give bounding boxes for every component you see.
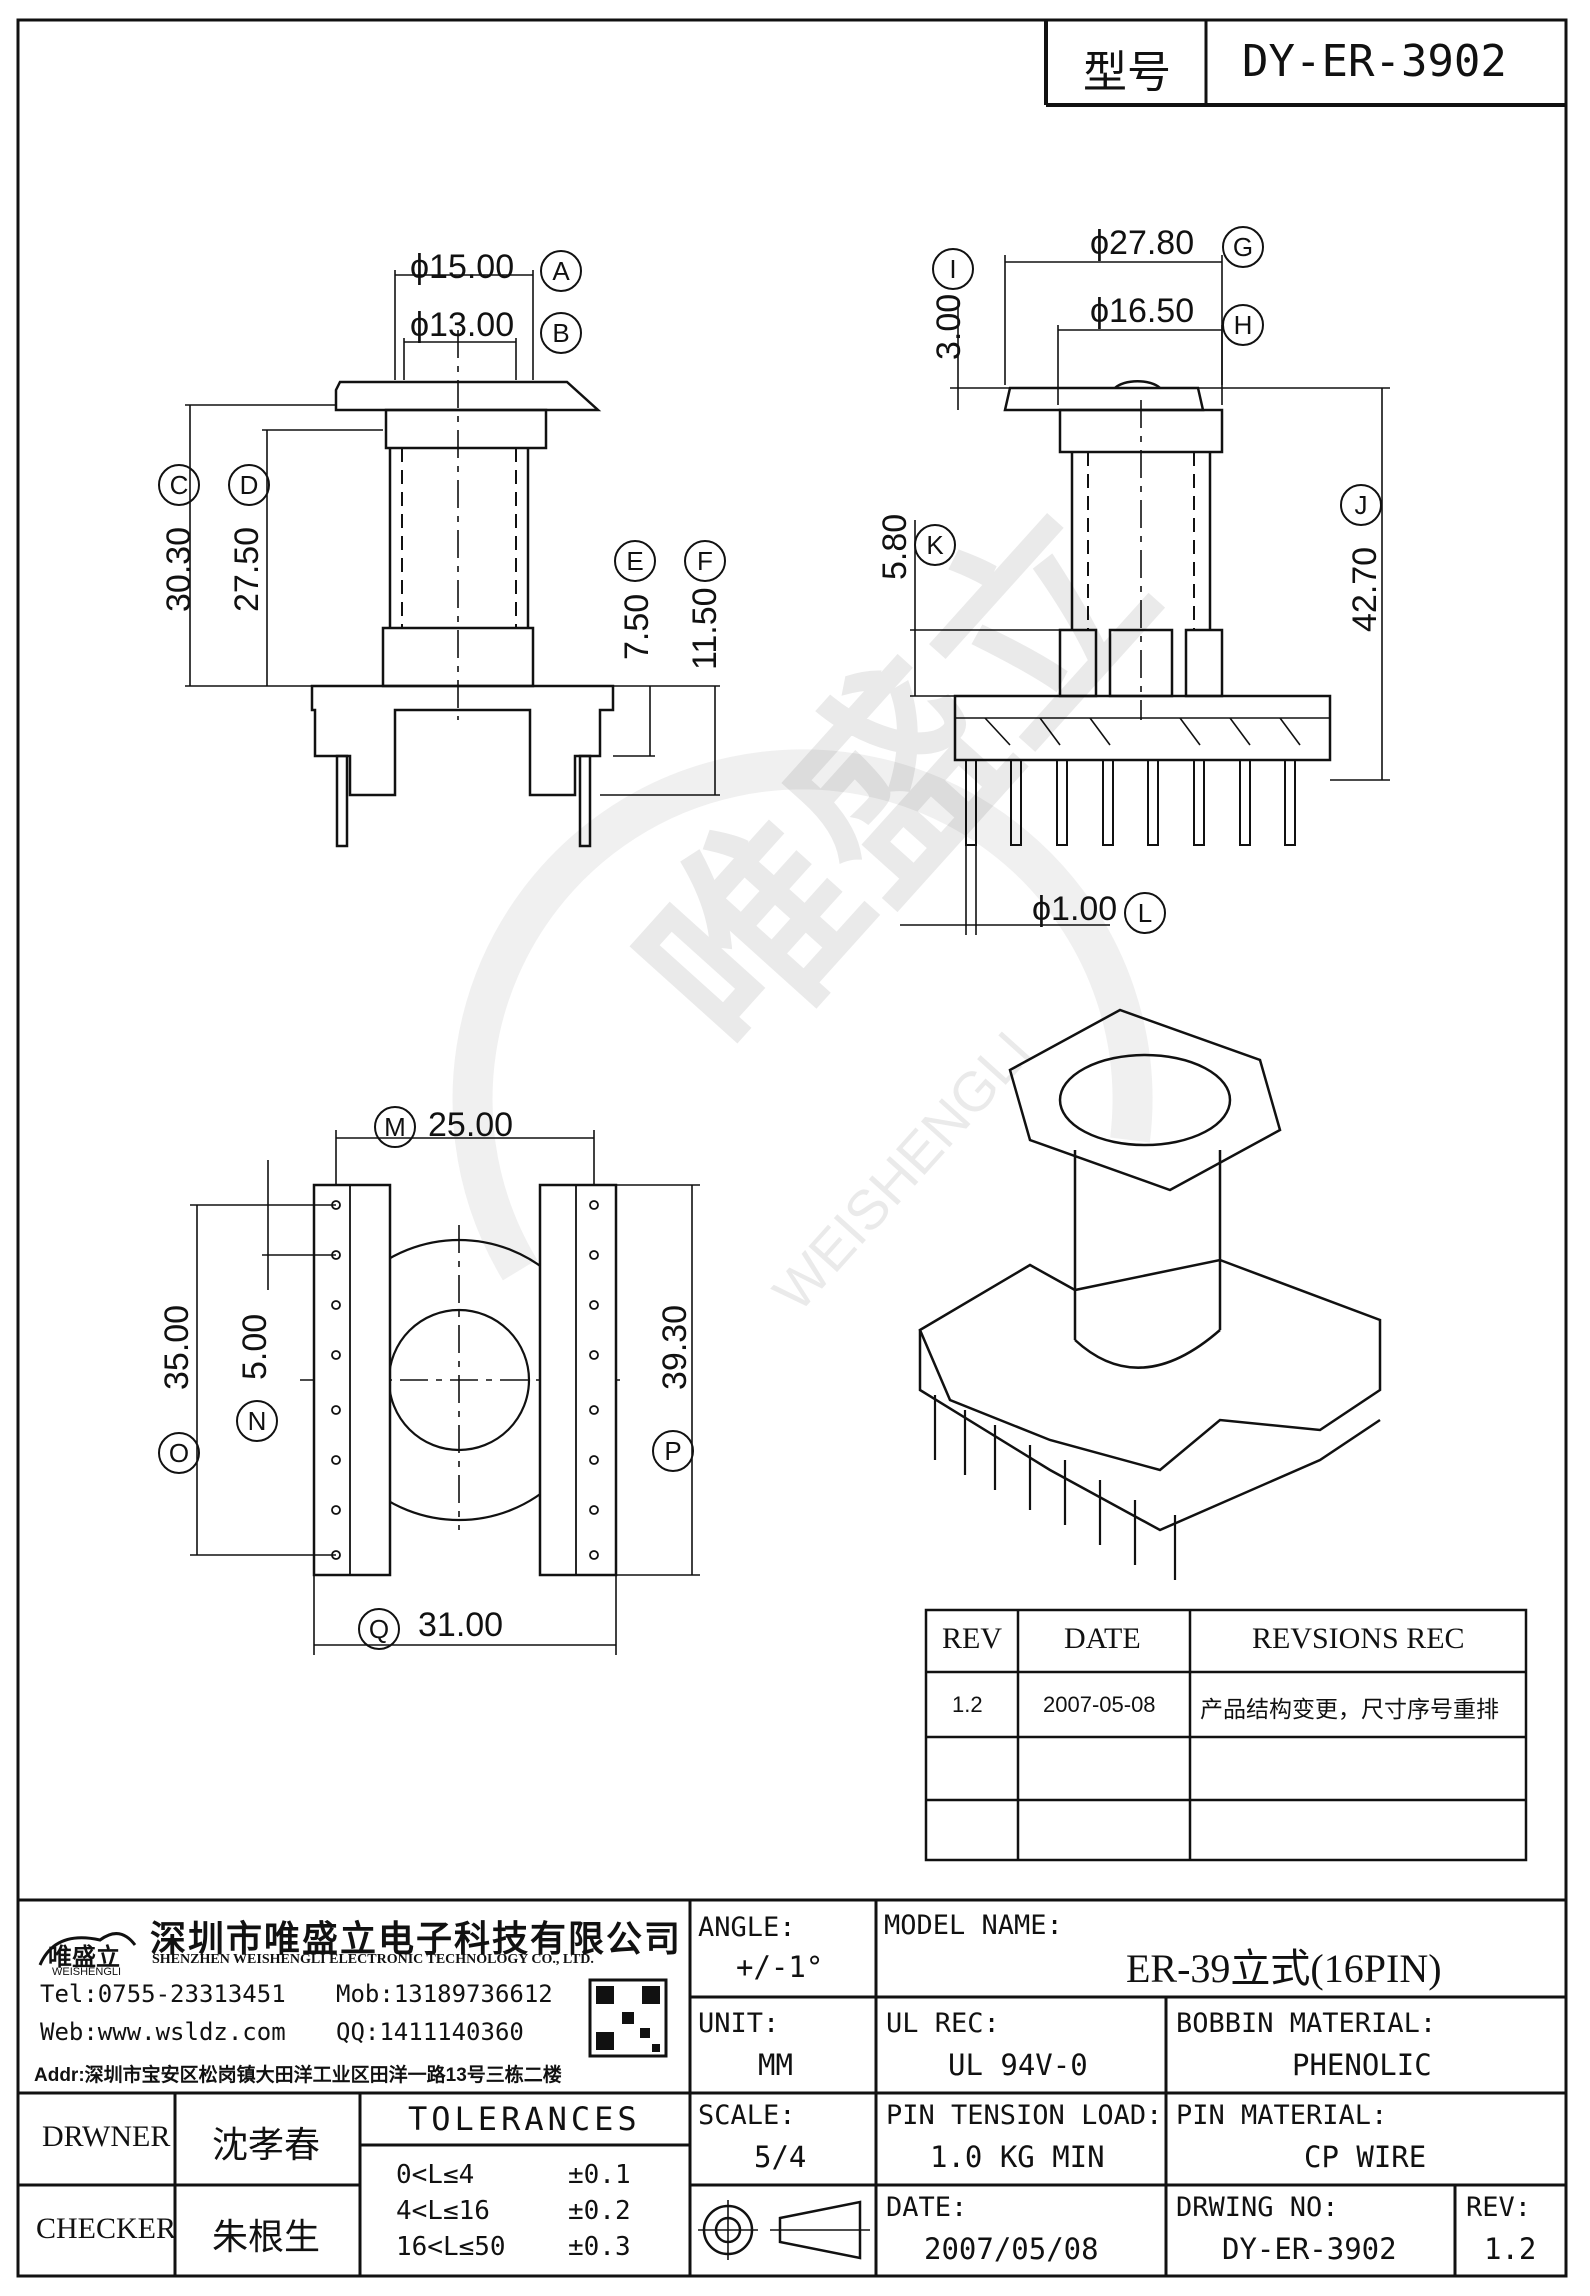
company-web: Web:www.wsldz.com: [40, 2018, 286, 2046]
projection-symbol: [698, 2200, 870, 2260]
rev-label: REV:: [1466, 2192, 1532, 2223]
ul-label: UL REC:: [886, 2008, 1000, 2039]
company-logo-sub: WEISHENGLI: [52, 1966, 122, 1978]
company-name-en: SHENZHEN WEISHENGLI ELECTRONIC TECHNOLOG…: [152, 1952, 594, 1967]
dim-d: 27.50: [228, 526, 266, 612]
tol-value-2: ±0.2: [568, 2196, 631, 2226]
marker-d: D: [228, 464, 270, 506]
rev-value: 1.2: [1484, 2232, 1537, 2266]
marker-q: Q: [358, 1608, 400, 1650]
rev-header-date: DATE: [1064, 1622, 1141, 1655]
qr-code: [588, 1978, 668, 2058]
dim-n: 5.00: [236, 1313, 274, 1380]
tension-value: 1.0 KG MIN: [930, 2140, 1105, 2174]
angle-label: ANGLE:: [698, 1912, 796, 1943]
dim-c: 30.30: [160, 526, 198, 612]
marker-e: E: [614, 540, 656, 582]
isometric-view: [918, 1008, 1382, 1580]
company-addr: Addr:深圳市宝安区松岗镇大田洋工业区田洋一路13号三栋二楼: [34, 2065, 562, 2086]
dim-o: 35.00: [158, 1304, 196, 1390]
model-name-value: ER-39立式(16PIN): [1126, 1946, 1442, 1991]
revision-table-lines: [924, 1608, 1528, 1862]
dim-a: ϕ15.00: [410, 248, 515, 286]
tol-range-2: 4<L≤16: [396, 2196, 490, 2226]
dim-l: ϕ1.00: [1032, 890, 1118, 928]
company-tel: Tel:0755-23313451: [40, 1980, 286, 2008]
marker-g: G: [1222, 226, 1264, 268]
drawing-no-label: DRWING NO:: [1176, 2192, 1339, 2223]
bobbin-label: BOBBIN MATERIAL:: [1176, 2008, 1437, 2039]
dim-f: 11.50: [686, 587, 724, 670]
tolerances-title: TOLERANCES: [408, 2100, 641, 2138]
pin-material-label: PIN MATERIAL:: [1176, 2100, 1388, 2131]
tension-label: PIN TENSION LOAD:: [886, 2100, 1163, 2131]
marker-c: C: [158, 464, 200, 506]
dim-p: 39.30: [656, 1304, 694, 1390]
side-view: [900, 255, 1390, 935]
marker-n: N: [236, 1400, 278, 1442]
bottom-view: [190, 1130, 700, 1655]
rev-row-date: 2007-05-08: [1043, 1692, 1156, 1717]
marker-k: K: [914, 524, 956, 566]
front-view: [185, 270, 720, 848]
company-logo-shape: [38, 1932, 137, 1966]
company-name-cn: 深圳市唯盛立电子科技有限公司: [150, 1919, 683, 1959]
checker-label: CHECKER: [36, 2212, 177, 2245]
unit-label: UNIT:: [698, 2008, 780, 2039]
dim-b: ϕ13.00: [410, 306, 515, 344]
tol-range-1: 0<L≤4: [396, 2160, 475, 2190]
dim-i: 3.00: [930, 293, 968, 360]
rev-row-rev: 1.2: [952, 1692, 983, 1717]
drawing-no-value: DY-ER-3902: [1222, 2232, 1397, 2266]
dim-h: ϕ16.50: [1090, 292, 1195, 330]
marker-o: O: [158, 1432, 200, 1474]
dim-q: 31.00: [418, 1606, 504, 1644]
marker-i: I: [932, 248, 974, 290]
tol-range-3: 16<L≤50: [396, 2232, 506, 2262]
tol-value-1: ±0.1: [568, 2160, 631, 2190]
marker-m: M: [374, 1106, 416, 1148]
unit-value: MM: [758, 2048, 793, 2082]
drawer-label: DRWNER: [42, 2120, 171, 2153]
watermark-logo: [452, 749, 1153, 1281]
marker-b: B: [540, 312, 582, 354]
ul-value: UL 94V-0: [948, 2048, 1088, 2082]
date-label: DATE:: [886, 2192, 968, 2223]
rev-row-rec: 产品结构变更，尺寸序号重排: [1200, 1696, 1499, 1722]
marker-a: A: [540, 250, 582, 292]
marker-h: H: [1222, 304, 1264, 346]
tol-value-3: ±0.3: [568, 2232, 631, 2262]
dim-m: 25.00: [428, 1106, 514, 1144]
pin-material-value: CP WIRE: [1304, 2140, 1427, 2174]
scale-value: 5/4: [754, 2140, 807, 2174]
drawer-name: 沈孝春: [212, 2125, 321, 2165]
marker-j: J: [1340, 484, 1382, 526]
bobbin-value: PHENOLIC: [1292, 2048, 1432, 2082]
dim-e: 7.50: [618, 593, 656, 660]
marker-f: F: [684, 540, 726, 582]
rev-header-rev: REV: [942, 1622, 1002, 1655]
title-block-lines: [18, 1898, 1566, 2276]
angle-value: +/-1°: [736, 1950, 824, 1984]
marker-p: P: [652, 1430, 694, 1472]
scale-label: SCALE:: [698, 2100, 796, 2131]
model-label: 型号: [1083, 48, 1171, 97]
company-logo-text: 唯盛立: [48, 1944, 120, 1971]
company-qq: QQ:1411140360: [336, 2018, 524, 2046]
dim-g: ϕ27.80: [1090, 224, 1195, 262]
date-value: 2007/05/08: [924, 2232, 1099, 2266]
model-name-label: MODEL NAME:: [884, 1910, 1063, 1941]
company-mob: Mob:13189736612: [336, 1980, 553, 2008]
checker-name: 朱根生: [212, 2217, 321, 2257]
model-value: DY-ER-3902: [1242, 36, 1507, 87]
dim-k: 5.80: [876, 513, 914, 580]
marker-l: L: [1124, 892, 1166, 934]
dim-j: 42.70: [1346, 546, 1384, 632]
rev-header-rec: REVSIONS REC: [1252, 1622, 1465, 1655]
